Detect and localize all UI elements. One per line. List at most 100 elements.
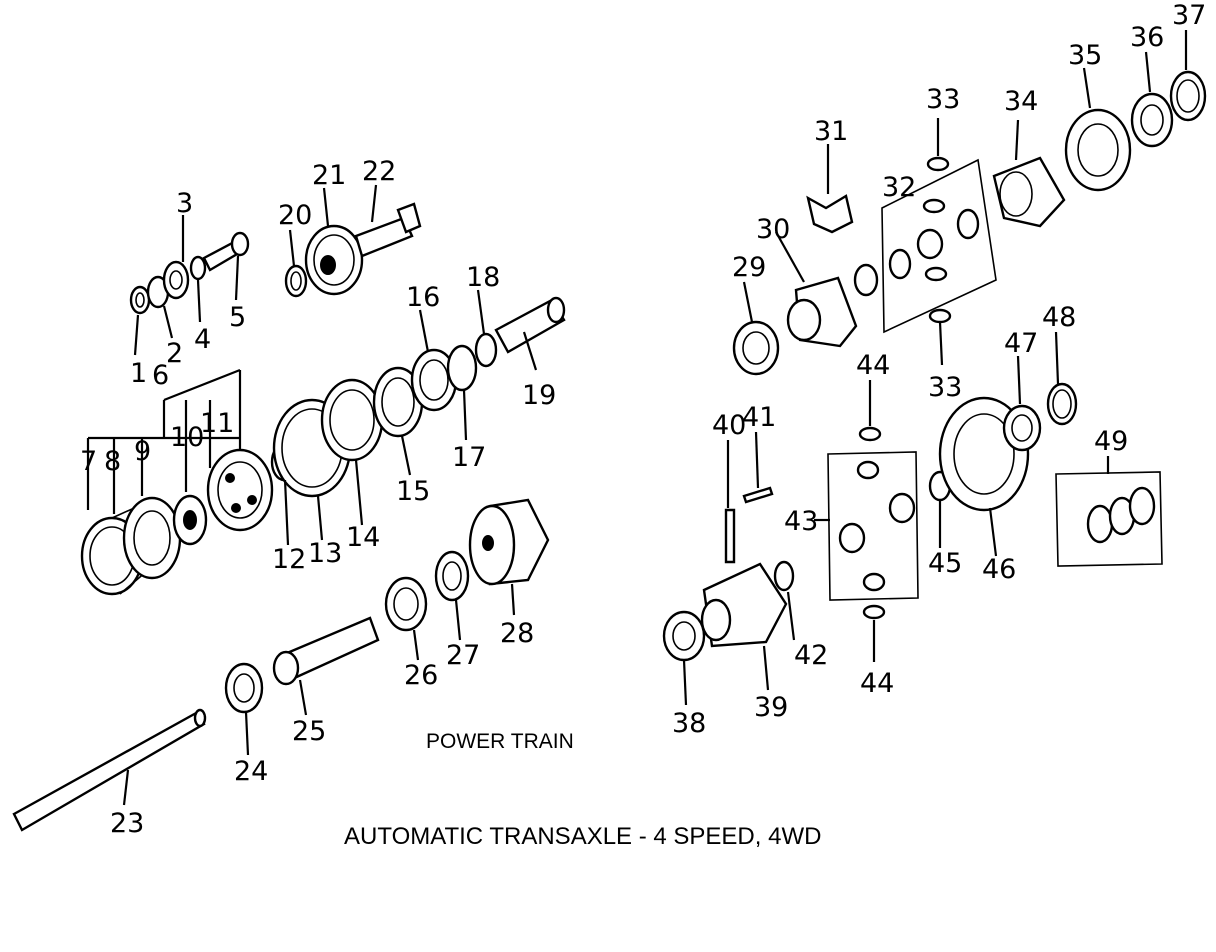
part-28-spacer [468, 498, 550, 586]
callout-20: 20 [278, 200, 312, 231]
callout-10: 10 [170, 422, 204, 453]
part-1-snap-ring [129, 285, 151, 315]
callout-14: 14 [346, 522, 380, 553]
part-14-clutch-pack [320, 378, 384, 462]
part-19-shaft [494, 296, 566, 354]
part-22-shaft [354, 202, 422, 258]
callout-5: 5 [229, 302, 246, 333]
callout-32: 32 [882, 172, 916, 203]
part-42-washer [773, 560, 795, 592]
callout-26: 26 [404, 660, 438, 691]
callout-23: 23 [110, 808, 144, 839]
callout-37: 37 [1172, 0, 1206, 31]
part-17-ring [446, 344, 478, 392]
callout-4: 4 [194, 324, 211, 355]
callout-8: 8 [104, 446, 121, 477]
part-34-case [992, 156, 1066, 228]
callout-12: 12 [272, 544, 306, 575]
callout-47: 47 [1004, 328, 1038, 359]
callout-29: 29 [732, 252, 766, 283]
part-15-plate [372, 366, 424, 438]
part-32-washer [853, 263, 879, 297]
part-44-washer-bottom [862, 604, 886, 620]
callout-40: 40 [712, 410, 746, 441]
part-30-carrier [786, 276, 858, 348]
part-32-gear-set [881, 158, 997, 334]
callout-6: 6 [152, 360, 169, 391]
callout-43: 43 [784, 506, 818, 537]
callout-36: 36 [1130, 22, 1164, 53]
callout-2: 2 [166, 338, 183, 369]
part-11-carrier [206, 448, 274, 532]
callout-38: 38 [672, 708, 706, 739]
part-43-gear-set [827, 451, 919, 601]
part-4-ring [189, 255, 207, 281]
callout-7: 7 [80, 446, 97, 477]
part-3-gear [162, 260, 190, 300]
callout-33-bottom: 33 [928, 372, 962, 403]
part-8-9-gear [122, 496, 182, 580]
callout-16: 16 [406, 282, 440, 313]
callout-33-top: 33 [926, 84, 960, 115]
part-29-seal [732, 320, 780, 376]
callout-24: 24 [234, 756, 268, 787]
callout-17: 17 [452, 442, 486, 473]
part-33-washer-bottom [928, 308, 952, 324]
part-21-gear [304, 224, 364, 296]
part-33-washer-top [926, 156, 950, 172]
part-5-shaft [202, 231, 250, 272]
callout-19: 19 [522, 380, 556, 411]
callout-31: 31 [814, 116, 848, 147]
leader-lines [86, 30, 1188, 806]
callout-30: 30 [756, 214, 790, 245]
part-47-bearing [1002, 404, 1042, 452]
part-31-spider [806, 194, 854, 234]
callout-13: 13 [308, 538, 342, 569]
part-35-gear [1064, 108, 1132, 192]
part-23-long-shaft [12, 708, 207, 832]
callout-44-bottom: 44 [860, 668, 894, 699]
callout-9: 9 [134, 436, 151, 467]
part-49-spring-set [1055, 471, 1163, 567]
callout-15: 15 [396, 476, 430, 507]
callout-44-top: 44 [856, 350, 890, 381]
callout-46: 46 [982, 554, 1016, 585]
callout-45: 45 [928, 548, 962, 579]
part-38-bearing [662, 610, 706, 662]
part-24-bearing [224, 662, 264, 714]
part-36-bearing [1130, 92, 1174, 148]
callout-42: 42 [794, 640, 828, 671]
part-37-race [1169, 70, 1207, 122]
callout-41: 41 [742, 402, 776, 433]
part-39-differential-case [700, 562, 788, 648]
part-27-washer [434, 550, 470, 602]
part-44-washer-top [858, 426, 882, 442]
diagram-subtitle: POWER TRAIN [426, 730, 574, 753]
callout-39: 39 [754, 692, 788, 723]
callout-22: 22 [362, 156, 396, 187]
callout-21: 21 [312, 160, 346, 191]
callout-25: 25 [292, 716, 326, 747]
callout-27: 27 [446, 640, 480, 671]
callout-28: 28 [500, 618, 534, 649]
part-10-hub [172, 494, 208, 546]
callout-numbers: 1 2 3 4 5 6 7 8 9 10 11 12 13 14 15 16 1… [80, 0, 1206, 839]
diagram-title: AUTOMATIC TRANSAXLE - 4 SPEED, 4WD [344, 823, 821, 850]
part-20-washer [284, 264, 308, 298]
callout-11: 11 [200, 408, 234, 439]
callout-34: 34 [1004, 86, 1038, 117]
part-18-collar [474, 332, 498, 368]
part-16-gear [410, 348, 458, 412]
part-41-lock-pin [742, 486, 774, 504]
callout-48: 48 [1042, 302, 1076, 333]
part-48-shim [1046, 382, 1078, 426]
callout-1: 1 [130, 358, 147, 389]
callout-18: 18 [466, 262, 500, 293]
callout-3: 3 [176, 188, 193, 219]
part-26-bearing [384, 576, 428, 632]
part-40-pin [724, 508, 736, 564]
callout-49: 49 [1094, 426, 1128, 457]
callout-35: 35 [1068, 40, 1102, 71]
